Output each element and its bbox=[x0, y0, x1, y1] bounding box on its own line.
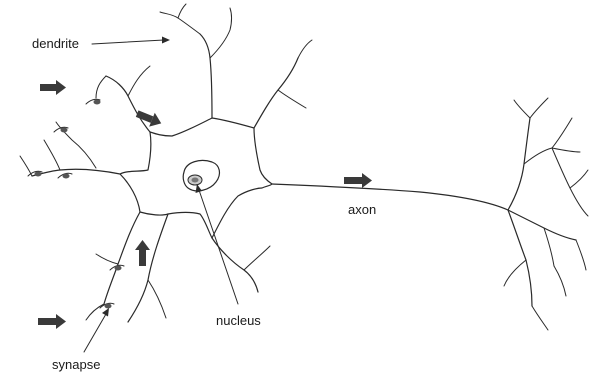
dendrite-branch bbox=[254, 58, 298, 128]
dendrite-branch bbox=[106, 76, 150, 132]
dendrite-branch bbox=[160, 12, 200, 34]
synapse bbox=[110, 265, 124, 270]
dendrite-branch bbox=[244, 246, 270, 270]
synapse-label: synapse bbox=[52, 357, 100, 372]
dendrite-branch bbox=[278, 90, 306, 108]
arrow-right-icon bbox=[40, 80, 66, 95]
dendrite-branch bbox=[148, 280, 166, 318]
dendrite-label: dendrite bbox=[32, 36, 79, 51]
dendrite-branch bbox=[128, 66, 150, 96]
axon-label: axon bbox=[348, 202, 376, 217]
dendrite-branch bbox=[32, 169, 120, 176]
synapse bbox=[100, 303, 114, 308]
dendrite-branch bbox=[96, 254, 118, 264]
dendrite-branch bbox=[200, 34, 212, 118]
synapse bbox=[58, 173, 72, 178]
arrow-right-icon bbox=[38, 314, 66, 329]
dendrite-leader-line bbox=[92, 37, 170, 45]
synapse-leader-line bbox=[84, 308, 109, 352]
synapse bbox=[54, 127, 68, 132]
dendrite-branch bbox=[178, 4, 186, 18]
nucleus-label: nucleus bbox=[216, 313, 261, 328]
dendrite-branch bbox=[20, 156, 32, 176]
nucleus bbox=[183, 160, 219, 190]
dendrite-branch bbox=[210, 8, 232, 58]
arrow-right-icon bbox=[134, 107, 164, 131]
axon-fiber bbox=[272, 184, 508, 210]
dendrite-branch bbox=[44, 140, 60, 170]
axon-terminal bbox=[504, 98, 588, 330]
dendrite-branch bbox=[104, 212, 140, 304]
dendrite-branch bbox=[96, 76, 106, 98]
synapse bbox=[86, 99, 101, 104]
arrow-right-icon bbox=[344, 173, 372, 188]
dendrite-branch bbox=[298, 40, 312, 58]
dendrite-branch bbox=[212, 238, 258, 292]
arrow-up-icon bbox=[135, 240, 150, 266]
